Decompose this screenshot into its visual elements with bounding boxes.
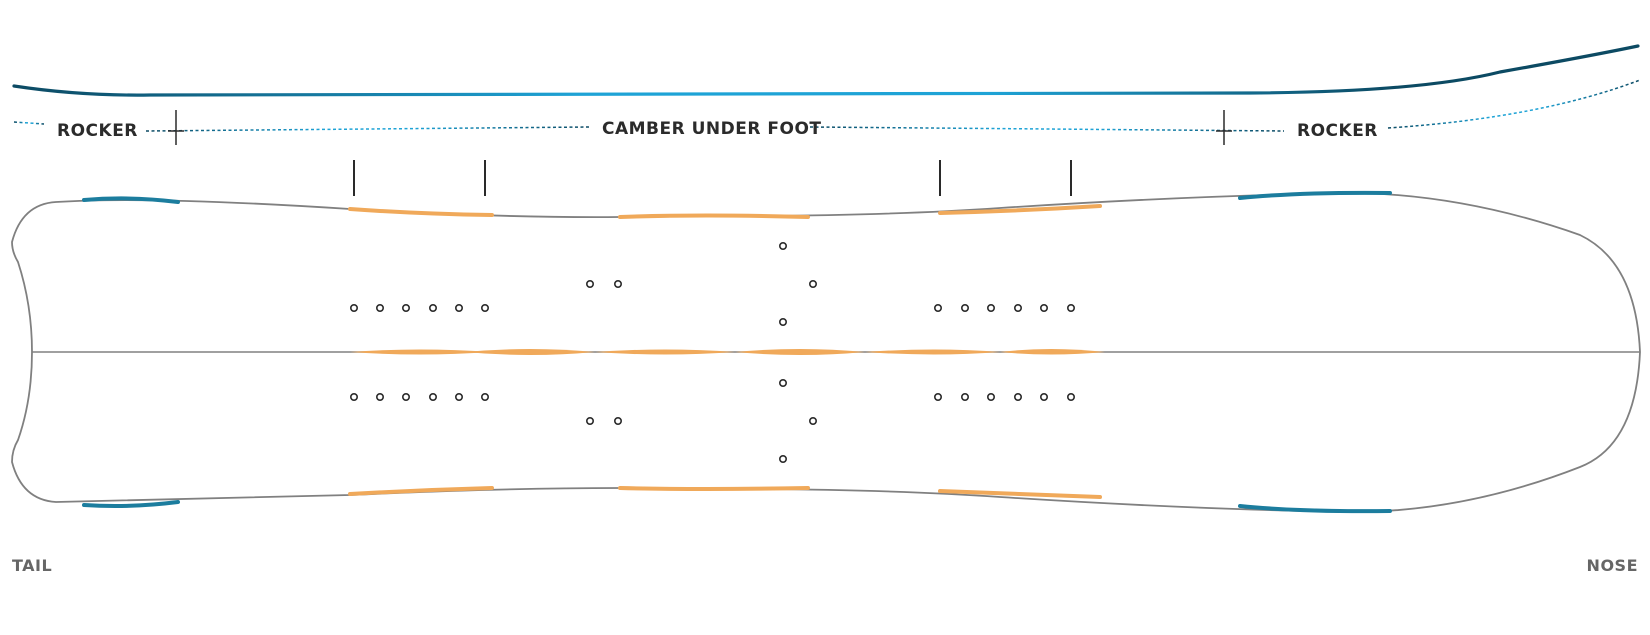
insert bbox=[428, 392, 437, 401]
insert bbox=[986, 392, 995, 401]
edge-highlights bbox=[82, 190, 1392, 514]
insert bbox=[1040, 303, 1049, 312]
insert bbox=[960, 303, 969, 312]
insert bbox=[585, 416, 594, 425]
rocker-nose-label: ROCKER bbox=[1297, 121, 1378, 141]
insert bbox=[401, 392, 410, 401]
inserts-tail bbox=[349, 303, 489, 401]
insert bbox=[986, 303, 995, 312]
insert bbox=[585, 279, 594, 288]
insert bbox=[778, 454, 787, 463]
tail-label: TAIL bbox=[12, 556, 52, 575]
insert bbox=[808, 279, 817, 288]
insert bbox=[933, 303, 942, 312]
insert bbox=[375, 303, 384, 312]
rocker-tail-label: ROCKER bbox=[57, 121, 138, 141]
insert bbox=[349, 303, 358, 312]
core-stringer bbox=[350, 349, 1105, 355]
insert bbox=[375, 392, 384, 401]
insert bbox=[480, 303, 489, 312]
insert bbox=[401, 303, 410, 312]
insert bbox=[778, 242, 787, 251]
profile-zone-line bbox=[13, 79, 1641, 132]
zone-divider-tail bbox=[168, 110, 184, 145]
insert bbox=[454, 392, 463, 401]
insert bbox=[1067, 392, 1076, 401]
insert bbox=[613, 416, 622, 425]
camber-label: CAMBER UNDER FOOT bbox=[602, 119, 822, 139]
inserts-middle bbox=[585, 242, 817, 463]
zone-divider-nose bbox=[1216, 110, 1232, 145]
insert bbox=[480, 392, 489, 401]
insert bbox=[808, 416, 817, 425]
insert bbox=[1040, 392, 1049, 401]
camber-edge-highlights bbox=[348, 204, 1102, 499]
nose-label: NOSE bbox=[1587, 556, 1638, 575]
insert bbox=[778, 378, 787, 387]
insert bbox=[428, 303, 437, 312]
insert bbox=[454, 303, 463, 312]
insert bbox=[349, 392, 358, 401]
stance-ticks bbox=[353, 160, 1072, 196]
insert bbox=[1013, 303, 1022, 312]
inserts-nose bbox=[933, 303, 1076, 401]
insert bbox=[933, 392, 942, 401]
insert bbox=[1013, 392, 1022, 401]
insert bbox=[960, 392, 969, 401]
insert bbox=[613, 279, 622, 288]
board-profile-line bbox=[12, 44, 1640, 97]
insert bbox=[1067, 303, 1076, 312]
insert bbox=[778, 317, 787, 326]
